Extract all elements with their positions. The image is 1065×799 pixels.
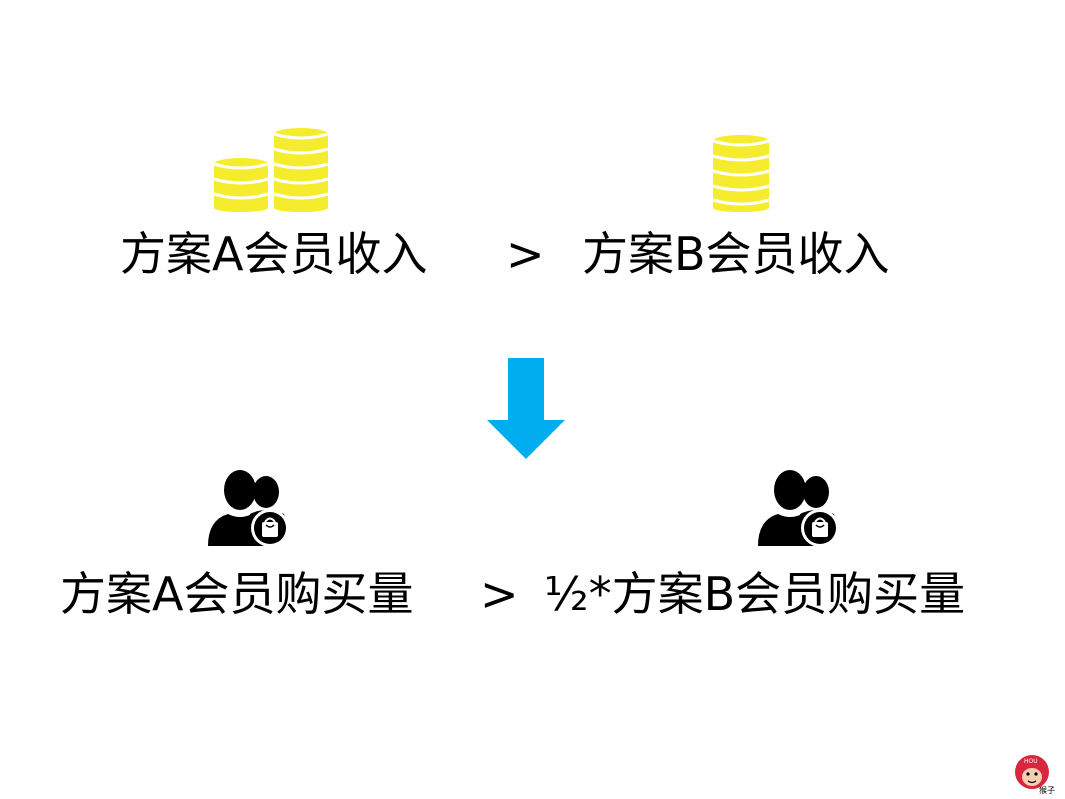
income-operator: > <box>506 227 545 281</box>
income-b-label: 方案B会员收入 <box>582 227 890 281</box>
purchase-comparison: 方案A会员购买量 > ½*方案B会员购买量 <box>0 564 1065 624</box>
logo-caption: 猴子 <box>1039 786 1055 795</box>
coin-stacks-icon <box>210 124 332 212</box>
income-comparison: 方案A会员收入 > 方案B会员收入 <box>0 224 1065 284</box>
logo-top-text: HOU <box>1024 758 1038 765</box>
purchase-a-label: 方案A会员购买量 <box>60 567 414 621</box>
purchase-b-label: ½*方案B会员购买量 <box>544 567 966 621</box>
user-shopping-bag-icon <box>754 468 846 550</box>
income-a-label: 方案A会员收入 <box>120 227 428 281</box>
purchase-operator: > <box>480 567 519 621</box>
user-shopping-bag-icon <box>204 468 296 550</box>
coin-stack-icon <box>708 132 774 212</box>
down-arrow-icon <box>486 358 566 460</box>
monkey-logo: HOU 猴子 <box>1012 752 1058 796</box>
